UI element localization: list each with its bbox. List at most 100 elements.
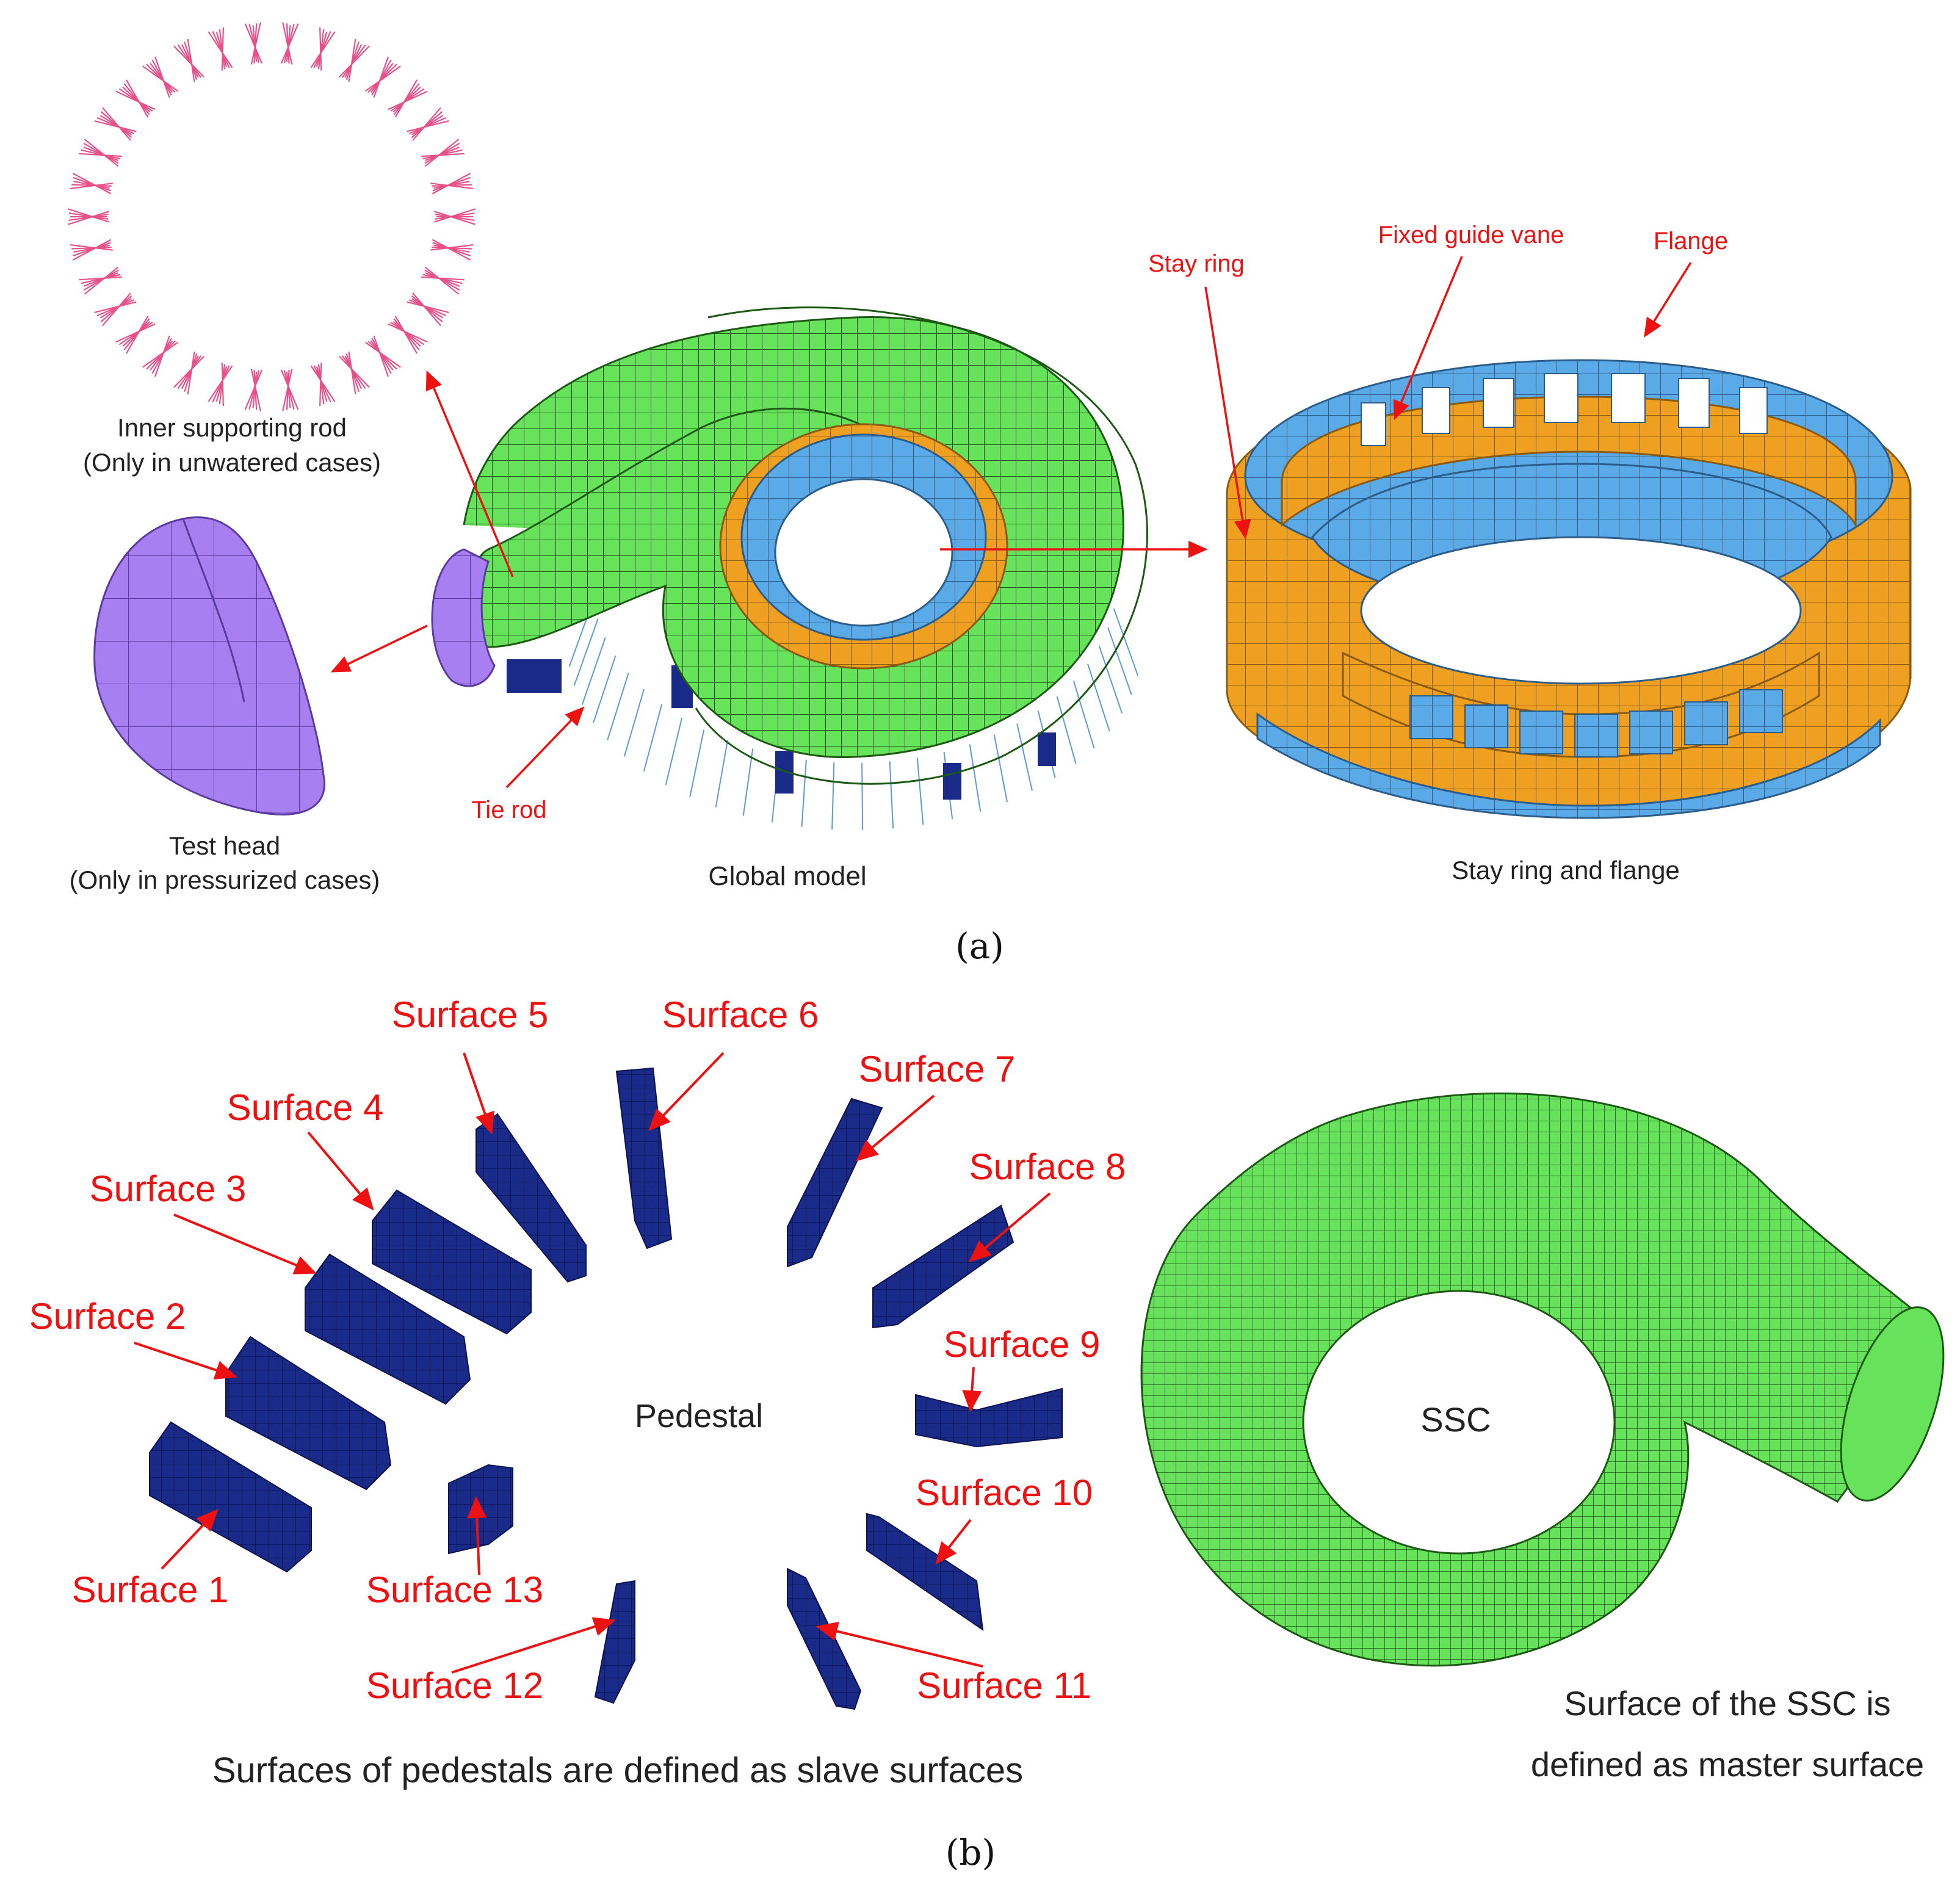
inner-rod-cluster bbox=[115, 79, 156, 118]
tie-rod bbox=[573, 618, 599, 686]
arrow-stay-ring bbox=[1204, 286, 1251, 540]
inner-rod-cluster bbox=[173, 351, 204, 395]
surface-arrow-3 bbox=[173, 1213, 317, 1275]
surface-arrow-4 bbox=[307, 1131, 374, 1211]
tie-rod bbox=[1113, 608, 1139, 676]
tie-rod-label: Tie rod bbox=[471, 797, 546, 823]
inner-rod-cluster bbox=[421, 266, 465, 295]
pedestal-2 bbox=[225, 1336, 392, 1491]
arrow-inner-rod bbox=[425, 370, 514, 577]
surface-arrow-11 bbox=[815, 1621, 983, 1668]
inner-rod bbox=[115, 323, 156, 343]
inner-rod bbox=[373, 335, 389, 377]
inner-rod bbox=[388, 90, 428, 110]
inner-rod-label-line2: (Only in unwatered cases) bbox=[83, 448, 381, 477]
flange-label: Flange bbox=[1654, 228, 1728, 255]
slave-surfaces-caption: Surfaces of pedestals are defined as sla… bbox=[212, 1751, 1023, 1790]
surface-arrow-2 bbox=[134, 1342, 237, 1380]
inner-rod bbox=[433, 211, 476, 225]
ssc-label: SSC bbox=[1420, 1400, 1491, 1439]
surface-label-11: Surface 11 bbox=[917, 1665, 1091, 1706]
inner-rod-cluster bbox=[70, 239, 113, 261]
inner-rod-cluster bbox=[94, 292, 137, 327]
tie-rod bbox=[623, 689, 645, 757]
arrow-tie-rod bbox=[505, 706, 585, 789]
pedestal-12 bbox=[594, 1580, 635, 1704]
inner-supporting-rod-ring bbox=[67, 22, 476, 411]
test-head-label-line2: (Only in pressurized cases) bbox=[70, 866, 380, 894]
master-caption-line1: Surface of the SSC is bbox=[1564, 1684, 1890, 1723]
surface-arrow-8 bbox=[968, 1192, 1051, 1262]
pedestal-11 bbox=[787, 1567, 862, 1710]
pedestal-6 bbox=[615, 1067, 673, 1249]
inner-rod bbox=[250, 22, 261, 65]
inner-rod-cluster bbox=[94, 107, 137, 141]
inner-rod-cluster bbox=[67, 208, 110, 225]
tie-rods bbox=[568, 599, 1139, 830]
global-model-scroll-casing bbox=[431, 306, 1148, 785]
tie-rod bbox=[1056, 696, 1077, 764]
tie-rod bbox=[607, 673, 629, 740]
inner-rod bbox=[244, 369, 263, 410]
pedestal-8 bbox=[872, 1204, 1014, 1329]
caption-a: (a) bbox=[955, 925, 1004, 967]
tie-rod bbox=[742, 748, 754, 816]
pedestal-label: Pedestal bbox=[635, 1398, 763, 1434]
pedestal-5 bbox=[476, 1113, 587, 1283]
inner-rod bbox=[348, 351, 356, 395]
tie-rod bbox=[993, 734, 1008, 803]
tie-rod bbox=[665, 717, 683, 786]
surface-label-13: Surface 13 bbox=[366, 1569, 543, 1610]
inner-rod bbox=[125, 79, 149, 118]
tie-rod bbox=[889, 761, 894, 829]
tie-rod bbox=[916, 757, 924, 825]
tie-rod bbox=[1098, 646, 1123, 714]
caption-b: (b) bbox=[946, 1832, 996, 1873]
inner-rod bbox=[94, 301, 137, 314]
arrow-guide-vane bbox=[1393, 256, 1463, 421]
arrow-flange bbox=[1644, 262, 1692, 338]
tie-rod bbox=[831, 762, 835, 830]
inner-rod-cluster bbox=[173, 38, 204, 82]
panel-a-arrows bbox=[330, 256, 1692, 789]
inner-rod bbox=[187, 38, 195, 82]
surface-arrow-5 bbox=[463, 1052, 494, 1135]
surface-label-9: Surface 9 bbox=[944, 1324, 1101, 1365]
surface-arrow-7 bbox=[855, 1094, 935, 1162]
inner-rod-cluster bbox=[310, 27, 336, 71]
inner-rod bbox=[407, 120, 449, 132]
global-model-pedestals bbox=[507, 659, 1056, 800]
inner-rod bbox=[221, 27, 224, 71]
inner-rod-cluster bbox=[244, 22, 263, 65]
inner-rod-cluster bbox=[388, 316, 428, 354]
test-head-label-line1: Test head bbox=[169, 831, 280, 860]
surface-label-5: Surface 5 bbox=[392, 994, 549, 1035]
surface-arrows bbox=[134, 1052, 1051, 1674]
surface-arrow-1 bbox=[161, 1509, 219, 1570]
inner-rod-cluster bbox=[407, 107, 449, 141]
inner-rod bbox=[84, 139, 119, 167]
inner-rod-cluster bbox=[388, 79, 428, 118]
pedestal-1 bbox=[149, 1421, 312, 1573]
tie-rod bbox=[1107, 627, 1132, 695]
inner-rod-cluster bbox=[208, 363, 233, 407]
stay-ring-and-flange bbox=[1226, 359, 1912, 819]
inner-rod-cluster bbox=[364, 335, 401, 377]
inner-rod bbox=[79, 276, 122, 281]
pedestal-9 bbox=[915, 1387, 1063, 1448]
inner-rod bbox=[430, 183, 474, 189]
surface-arrow-12 bbox=[451, 1617, 616, 1674]
surface-label-8: Surface 8 bbox=[969, 1146, 1126, 1187]
inner-rod bbox=[67, 208, 110, 223]
inner-rod-cluster bbox=[407, 292, 449, 327]
test-head bbox=[93, 516, 325, 815]
inner-rod bbox=[394, 316, 418, 354]
pedestal-13 bbox=[448, 1464, 513, 1555]
inner-rod bbox=[412, 292, 441, 327]
global-model-label: Global model bbox=[708, 861, 866, 891]
inner-rod-cluster bbox=[433, 208, 476, 225]
inner-rod bbox=[280, 23, 299, 64]
surface-label-1: Surface 1 bbox=[72, 1569, 229, 1610]
tie-rod bbox=[715, 740, 728, 808]
